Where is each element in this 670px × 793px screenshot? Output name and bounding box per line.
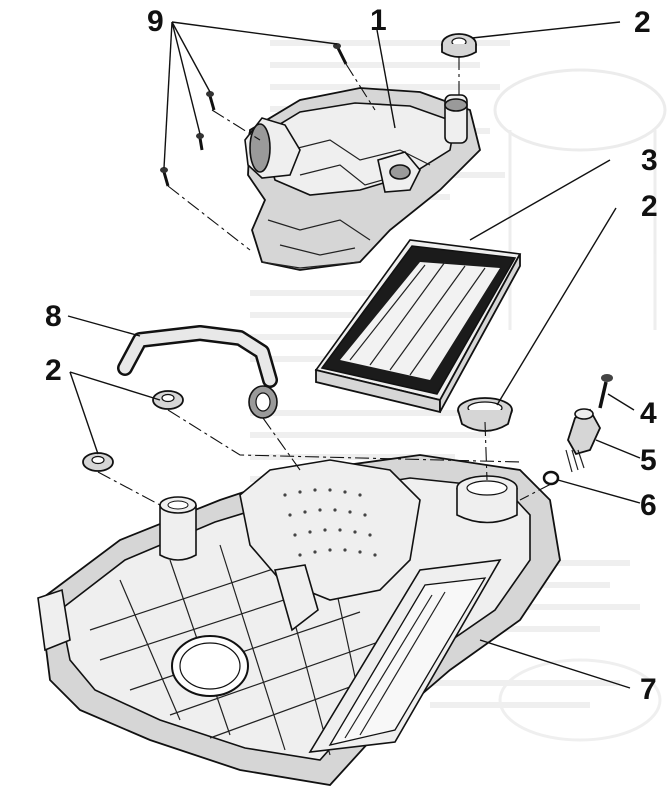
assembly-lines	[97, 56, 552, 506]
lower-housing-part-7	[37, 454, 561, 786]
o-ring-part-6	[542, 470, 560, 486]
callout-2-top: 2	[634, 6, 651, 39]
valve-part-5	[565, 408, 602, 473]
grommet-part-2-left-upper	[152, 390, 184, 410]
filter-element-part-3	[314, 239, 522, 414]
grommet-part-2-top	[441, 33, 477, 58]
bolt-part-4	[598, 374, 613, 409]
screw-9c	[196, 133, 204, 151]
callout-6: 6	[640, 489, 657, 522]
seal-ring-part-2-right	[457, 397, 513, 432]
grommet-part-2-left-lower	[82, 452, 114, 472]
screw-9a	[333, 43, 348, 65]
callout-7: 7	[640, 673, 657, 706]
callout-2-left: 2	[45, 354, 62, 387]
screw-9d	[160, 167, 170, 187]
callout-5: 5	[640, 444, 657, 477]
callout-2-right: 2	[641, 190, 658, 223]
screw-9b	[206, 91, 216, 111]
callout-8: 8	[45, 300, 62, 333]
callout-labels: 9 1 2 3 2 8 2 4 5 6 7	[45, 4, 658, 706]
screws-part-9	[160, 43, 348, 187]
callout-9: 9	[147, 5, 164, 38]
callout-4: 4	[640, 397, 657, 430]
callout-3: 3	[641, 144, 658, 177]
callout-1: 1	[370, 4, 387, 37]
leader-lines	[67, 21, 641, 689]
intake-housing-part-1	[244, 87, 481, 271]
hose-part-8	[117, 325, 278, 419]
